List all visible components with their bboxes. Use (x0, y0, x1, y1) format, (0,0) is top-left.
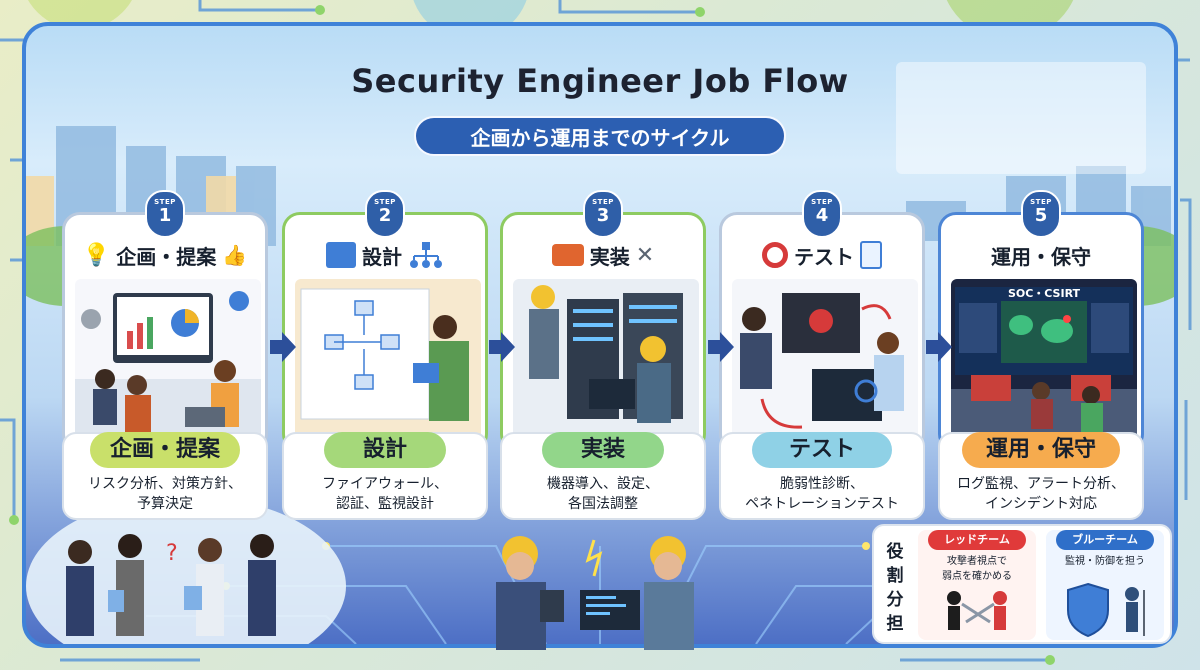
step-4-description: 脆弱性診断、 ペネトレーションテスト (745, 476, 899, 512)
shield-icon (1067, 582, 1145, 638)
hierarchy-icon (410, 242, 442, 268)
step-2-pill: 設計 (324, 432, 446, 468)
planning-meeting-illustration (75, 279, 261, 445)
step-3-header: 実装 ✕ (503, 233, 703, 277)
question-mark-icon: ? (166, 541, 178, 566)
step-card-4: テスト (719, 212, 925, 452)
flow-arrow-1-2 (270, 332, 296, 362)
roles-label: 役 割 分 担 (886, 542, 904, 634)
implementation-server-illustration (513, 279, 699, 445)
step-3-heading: 実装 (589, 244, 630, 269)
soc-operations-illustration (951, 279, 1137, 445)
checklist-icon (860, 241, 882, 269)
step-1-header: 💡 企画・提案 👍 (65, 233, 265, 277)
step-badge-label: STEP (592, 198, 614, 206)
tools-icon: ✕ (635, 242, 655, 268)
step-badge-number: 4 (815, 205, 829, 226)
step-badge-label: STEP (1030, 198, 1052, 206)
testing-illustration (732, 279, 918, 445)
page-title: Security Engineer Job Flow (351, 62, 849, 100)
step-4-header: テスト (722, 233, 922, 277)
step-card-2: 設計 (282, 212, 488, 452)
step-badge-label: STEP (374, 198, 396, 206)
toolbox-icon (551, 244, 584, 266)
step-badge-4: STEP 4 (802, 190, 842, 238)
step-1-heading: 企画・提案 (116, 244, 217, 269)
step-card-1: 💡 企画・提案 👍 (62, 212, 268, 452)
soc-label: SOC・CSIRT (1007, 287, 1081, 300)
step-2-description: ファイアウォール、 認証、監視設計 (322, 476, 448, 512)
step-badge-number: 3 (596, 205, 610, 226)
step-4-pill: テスト (752, 432, 892, 468)
step-badge-3: STEP 3 (583, 190, 623, 238)
blue-team-title: ブルーチーム (1056, 530, 1154, 550)
step-badge-label: STEP (811, 198, 833, 206)
step-badge-number: 5 (1034, 205, 1048, 226)
blueprint-icon (326, 242, 356, 268)
red-team-description: 攻撃者視点で 弱点を確かめる (942, 556, 1012, 582)
step-card-5: 運用・保守 SOC・CSIRT (938, 212, 1144, 452)
step-1-pill: 企画・提案 (90, 432, 240, 468)
step-4-heading: テスト (794, 244, 854, 269)
step-badge-1: STEP 1 (145, 190, 185, 238)
step-badge-label: STEP (154, 198, 176, 206)
sword-fight-illustration (947, 591, 1007, 630)
step-5-description: ログ監視、アラート分析、 インシデント対応 (957, 476, 1125, 512)
thumbs-up-icon: 👍 (222, 243, 248, 267)
target-icon (762, 242, 788, 268)
step-badge-number: 2 (378, 205, 392, 226)
step-3-description: 機器導入、設定、 各国法調整 (547, 476, 659, 512)
engineers-collaboration-illustration (496, 536, 694, 650)
step-5-pill: 運用・保守 (962, 432, 1120, 468)
blue-team-description: 監視・防御を担う (1065, 556, 1145, 567)
red-team-title: レッドチーム (928, 530, 1026, 550)
page-subtitle: 企画から運用までのサイクル (414, 116, 786, 156)
step-2-header: 設計 (285, 233, 485, 277)
step-badge-5: STEP 5 (1021, 190, 1061, 238)
step-5-heading: 運用・保守 (991, 244, 1091, 269)
flow-arrow-2-3 (489, 332, 515, 362)
flow-arrow-4-5 (926, 332, 952, 362)
step-badge-number: 1 (158, 205, 172, 226)
step-1-description: リスク分析、対策方針、 予算決定 (88, 476, 242, 512)
step-badge-2: STEP 2 (365, 190, 405, 238)
lightbulb-icon: 💡 (82, 242, 111, 268)
step-5-header: 運用・保守 (941, 233, 1141, 277)
team-discussion-illustration: ? (66, 534, 276, 636)
decorative-glass-panel (896, 62, 1146, 174)
step-card-3: 実装 ✕ (500, 212, 706, 452)
design-whiteboard-illustration (295, 279, 481, 445)
step-2-heading: 設計 (362, 244, 402, 269)
step-3-pill: 実装 (542, 432, 664, 468)
flow-arrow-3-4 (708, 332, 734, 362)
